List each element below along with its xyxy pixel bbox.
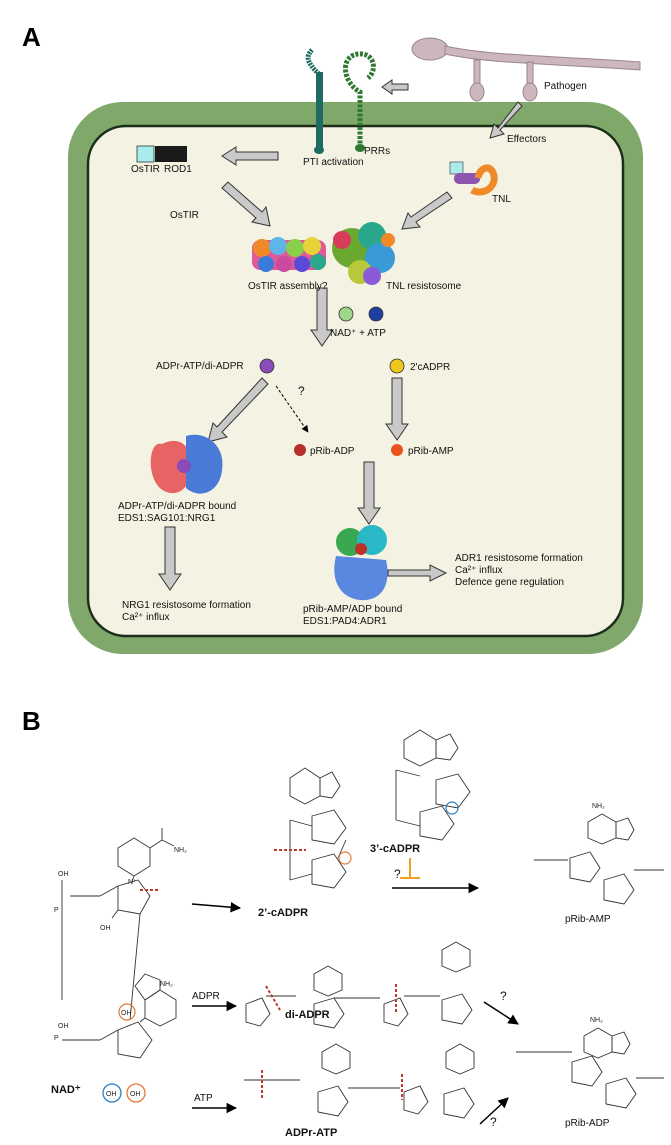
eds1-pad4-adr1-complex-icon	[334, 525, 388, 601]
nad-p-2: P	[54, 1035, 59, 1042]
adpr-arrow-label: ADPR	[192, 991, 220, 1002]
2c-adpr-structure	[289, 767, 347, 889]
pti-activation-label: PTI activation	[303, 157, 364, 168]
nad-atp-label: NAD⁺ + ATP	[330, 328, 386, 339]
prib-adp-nh2: NH₂	[590, 1017, 603, 1024]
adr1-outcome-line3: Defence gene regulation	[455, 577, 564, 588]
arrow-ostir-to-assembly	[221, 181, 271, 227]
nad-p-1: P	[54, 907, 59, 914]
complex2-line1: pRib-AMP/ADP bound	[303, 604, 402, 615]
nad-oh-blue-circle	[102, 1083, 122, 1103]
adr1-outcome-line1: ADR1 resistosome formation	[455, 553, 583, 564]
nad-oh-orange-circle-2	[126, 1083, 146, 1103]
panel-b-letter: B	[22, 706, 41, 736]
question-mark-b1: ?	[394, 867, 401, 881]
arrow-tnl-to-resistosome	[401, 191, 453, 230]
ostir-assembly-label: OsTIR assembly?	[248, 281, 328, 292]
nad-n-plus: N⁺	[128, 879, 137, 886]
atp-circle	[368, 306, 384, 322]
cytoplasm	[86, 124, 625, 638]
effectors-label: Effectors	[507, 134, 546, 145]
cadpr-circle	[389, 358, 405, 374]
ostir-label: OsTIR	[170, 210, 199, 221]
nad-oh-orange-circle-1	[118, 1003, 136, 1021]
arrow-nad-to-2c-adpr	[191, 901, 242, 913]
question-mark-b2: ?	[500, 989, 507, 1003]
prib-adp-structure	[516, 1027, 664, 1109]
nrg1-outcome-line1: NRG1 resistosome formation	[122, 600, 251, 611]
nad-oh-left: OH	[100, 925, 111, 932]
di-adpr-cut-mark-1	[265, 985, 281, 1011]
nad-oh-circled: OH	[121, 1010, 132, 1017]
3c-adpr-label: 3’-cADPR	[370, 843, 420, 855]
arrow-complex1-to-nrg1	[158, 526, 182, 591]
question-mark-a: ?	[298, 384, 305, 398]
nad-oh-mid: OH	[58, 1023, 69, 1030]
nad-circle	[338, 306, 354, 322]
complex1-line2: EDS1:SAG101:NRG1	[118, 513, 216, 524]
ostir-assembly-icon	[252, 237, 326, 272]
adpr-atp-label: ADPr-ATP/di-ADPR	[156, 361, 244, 372]
atp-arrow-label: ATP	[194, 1093, 213, 1104]
panel-a-letter: A	[22, 22, 41, 52]
prib-adp-label: pRib-ADP	[565, 1118, 610, 1129]
arrow-adpr-to-complex1	[207, 377, 269, 443]
prib-amp-label: pRib-AMP	[408, 446, 454, 457]
arrow-adpr-atp-to-prib-adp	[479, 1097, 509, 1125]
adpr-atp-structure	[244, 1043, 475, 1119]
prib-amp-nh2: NH₂	[592, 803, 605, 810]
tnl-resistosome-icon	[332, 222, 395, 285]
adpr-atp-label: ADPr-ATP	[285, 1127, 337, 1139]
prib-amp-structure	[534, 813, 664, 905]
2c-adpr-label: 2’-cADPR	[258, 907, 308, 919]
ostir-box-label: OsTIR	[131, 164, 160, 175]
prr-receptor-green	[343, 51, 376, 152]
nad-oh-blue: OH	[106, 1091, 117, 1098]
nrg1-outcome-line2: Ca²⁺ influx	[122, 612, 170, 623]
prrs-label: PRRs	[364, 146, 390, 157]
3c-adpr-blue-circle	[445, 801, 459, 815]
ostir-square-icon	[136, 145, 155, 163]
prib-adp-label: pRib-ADP	[310, 446, 355, 457]
prib-amp-label: pRib-AMP	[565, 914, 611, 925]
arrow-pti-to-ostir	[221, 146, 279, 166]
arrow-pathogen-to-effectors	[489, 101, 523, 139]
adr1-outcome-line2: Ca²⁺ influx	[455, 565, 503, 576]
arrow-pribadp-to-complex2	[357, 461, 381, 525]
pathogen-label: Pathogen	[544, 81, 587, 92]
arrow-complex2-to-adr1	[387, 564, 448, 582]
arrow-assembly-to-products	[310, 287, 334, 347]
nad-nh2-adenine: NH₂	[160, 981, 173, 988]
tnl-resistosome-label: TNL resistosome	[386, 281, 462, 292]
nad-oh-orange: OH	[130, 1091, 141, 1098]
3c-adpr-structure	[395, 729, 471, 841]
tnl-icon	[449, 161, 498, 196]
arrow-cadpr-to-pribamp	[385, 377, 409, 441]
question-mark-b3: ?	[490, 1115, 497, 1129]
tnl-label: TNL	[492, 194, 511, 205]
prib-adp-circle	[294, 444, 306, 456]
arrow-di-adpr-to-prib-adp	[483, 1001, 519, 1025]
prr-receptor-teal	[305, 48, 324, 154]
arrow-pathogen-to-prr	[381, 79, 409, 95]
pathogen-icon	[411, 37, 641, 102]
adpr-atp-circle	[259, 358, 275, 374]
nad-oh-top: OH	[58, 871, 69, 878]
rod1-label: ROD1	[164, 164, 192, 175]
nad-nh2-top: NH₂	[174, 847, 187, 854]
rod1-bar-icon	[155, 146, 187, 162]
eds1-sag101-nrg1-complex-icon	[150, 434, 223, 494]
nad-label: NAD⁺	[51, 1084, 81, 1096]
2c-adpr-orange-circle	[338, 851, 352, 865]
cadpr-label: 2'cADPR	[410, 362, 450, 373]
di-adpr-label: di-ADPR	[285, 1009, 330, 1021]
nad-structure	[61, 828, 177, 1059]
prib-amp-circle	[391, 444, 403, 456]
complex2-line2: EDS1:PAD4:ADR1	[303, 616, 387, 627]
di-adpr-structure	[245, 941, 473, 1029]
arrow-dashed-adpr-to-pribadp	[275, 385, 309, 433]
complex1-line1: ADPr-ATP/di-ADPR bound	[118, 501, 236, 512]
